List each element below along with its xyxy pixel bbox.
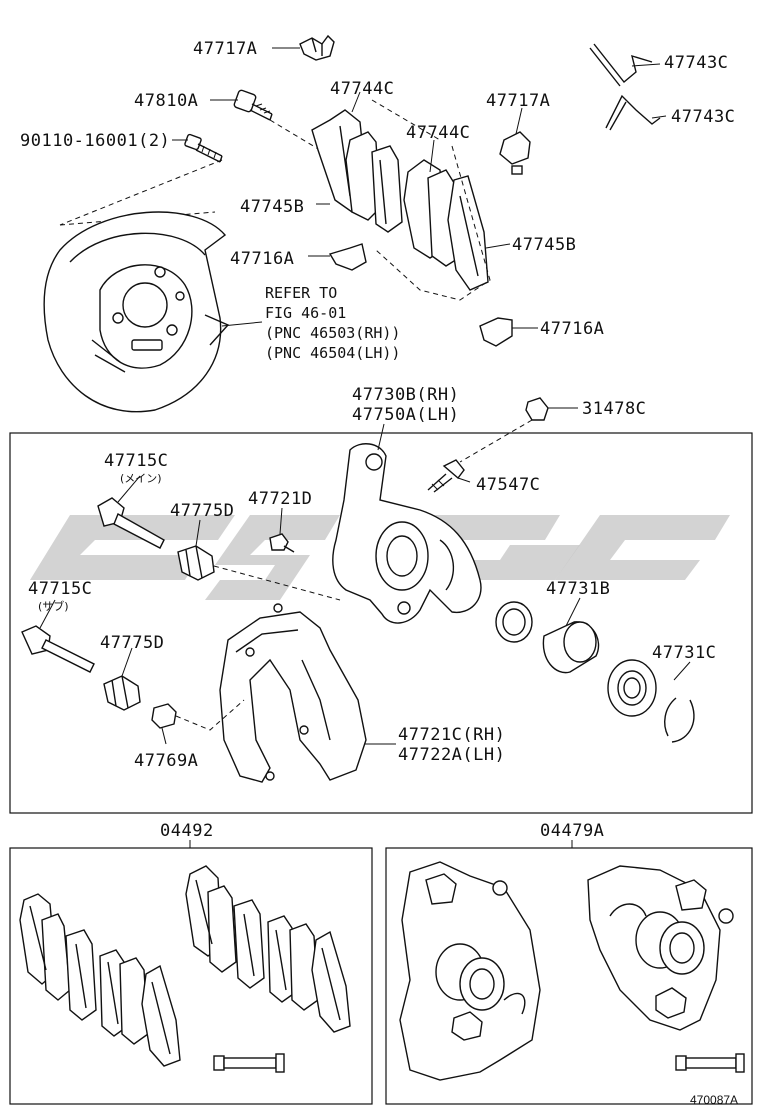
bleeder-cap-31478c [525,397,549,421]
clip-47716a-right [479,317,513,347]
caliper-kit-pin [675,1053,745,1073]
backing-plate [43,211,230,413]
piston-boot [607,659,657,717]
pad-kit-frame [9,847,373,1105]
piston-47731b [542,621,600,674]
clip-47716a-left [328,243,367,271]
clip-47717a-right [499,131,531,175]
label-90110-16001: 90110-16001(2) [20,131,170,151]
caliper-cylinder-47730b [332,443,482,624]
part-labels: 47717A 47810A 90110-16001(2) 47744C 4774… [20,39,738,1107]
pad-kit-pin [213,1053,285,1073]
guide-pin-47715c-sub [21,625,95,673]
label-47775d-b: 47775D [100,633,164,653]
label-47716a-left: 47716A [230,249,294,269]
leader-lines-middle [39,407,691,745]
clip-47717a-top [299,34,335,61]
label-47775d-a: 47775D [170,501,234,521]
label-31478c: 31478C [582,399,646,419]
label-47743c-b: 47743C [671,107,735,127]
refer-line-3: (PNC 46503(RH)) [265,324,400,342]
label-47743c-a: 47743C [664,53,728,73]
note-main: (メイン) [120,472,162,485]
label-47715c-main: 47715C [104,451,168,471]
spring-47743c-a [589,43,653,87]
bolt-47810a [233,89,273,121]
caliper-kit-frame [385,847,753,1105]
note-sub: (サブ) [38,599,69,613]
label-47750a-lh: 47750A(LH) [352,405,459,425]
label-47769a: 47769A [134,751,198,771]
label-47730b-rh: 47730B(RH) [352,385,459,405]
guide-pin-47715c-main [97,497,165,549]
refer-line-2: FIG 46-01 [265,304,346,322]
label-47744c-a: 47744C [330,79,394,99]
label-kit-04479a: 04479A [540,821,604,841]
label-kit-04492: 04492 [160,821,214,841]
upper-brake-pads [311,99,491,301]
label-47810a: 47810A [134,91,198,111]
caliper-assembly-frame [9,432,753,814]
label-47745b-right: 47745B [512,235,576,255]
bleeder-47721d [269,533,295,553]
label-47731b: 47731B [546,579,610,599]
pad-kit-left-set [19,893,181,1067]
figure-id: 470087A [690,1093,738,1107]
bushing-47769a [151,703,177,729]
refer-line-1: REFER TO [265,284,337,302]
label-47717a-top: 47717A [193,39,257,59]
label-47722a-lh: 47722A(LH) [398,745,505,765]
label-47721c-rh: 47721C(RH) [398,725,505,745]
pin-boot-47775d-b [103,675,141,711]
caliper-kit-body-right [587,865,734,1031]
pad-kit-right-set [185,865,351,1033]
label-47744c-b: 47744C [406,123,470,143]
piston-seal-47731b [495,601,533,643]
snap-ring-47731c [664,697,695,743]
refer-line-4: (PNC 46504(LH)) [265,344,400,362]
leader-lines-top [172,47,667,329]
label-47716a-right: 47716A [540,319,604,339]
caliper-kit-body-left [399,861,541,1081]
caliper-bracket-47721c [219,603,367,783]
spring-47743c-b [605,94,661,131]
label-47717a-right: 47717A [486,91,550,111]
label-47745b-left: 47745B [240,197,304,217]
label-47721d: 47721D [248,489,312,509]
label-47547c: 47547C [476,475,540,495]
label-47731c: 47731C [652,643,716,663]
bleeder-plug-47547c [427,459,465,493]
label-47715c-sub: 47715C [28,579,92,599]
bolt-90110-16001 [184,133,223,163]
